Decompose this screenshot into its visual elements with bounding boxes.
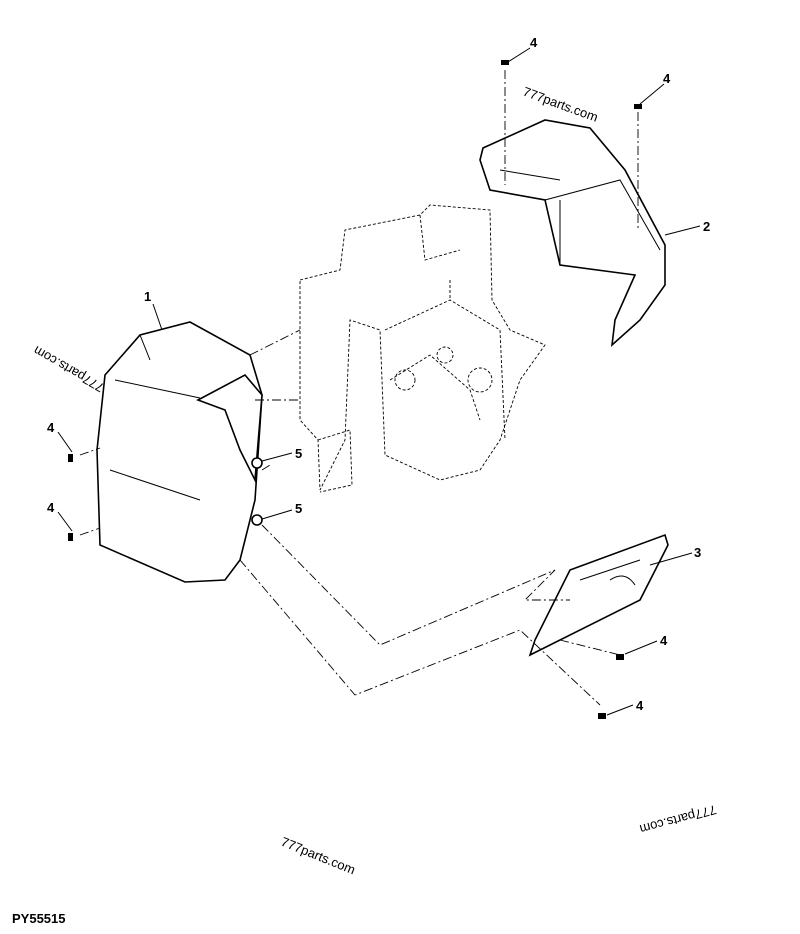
bolts bbox=[68, 60, 642, 719]
bolt-icon bbox=[634, 104, 642, 109]
watermark: 777parts.com bbox=[31, 343, 107, 395]
callout-4: 4 bbox=[47, 420, 55, 435]
bolt-icon bbox=[598, 713, 606, 719]
callout-2: 2 bbox=[703, 219, 710, 234]
callout-5: 5 bbox=[295, 446, 302, 461]
watermark: 777parts.com bbox=[638, 802, 718, 837]
callout-4: 4 bbox=[636, 698, 644, 713]
assembly-lines bbox=[79, 70, 639, 706]
clip-nut-icon bbox=[251, 514, 263, 526]
part-3-lower-plate bbox=[528, 533, 669, 657]
callout-1: 1 bbox=[144, 289, 151, 304]
clip-nut-icon bbox=[251, 457, 263, 469]
callout-4: 4 bbox=[663, 71, 671, 86]
callout-5: 5 bbox=[295, 501, 302, 516]
watermark: 777parts.com bbox=[279, 834, 358, 877]
main-frame-phantom bbox=[299, 204, 546, 493]
bolt-icon bbox=[68, 454, 73, 462]
watermark: 777parts.com bbox=[521, 84, 600, 125]
bolt-icon bbox=[501, 60, 509, 65]
part-2-upper-panel bbox=[479, 119, 666, 348]
leader-lines bbox=[57, 47, 701, 716]
part-1-side-panel bbox=[96, 321, 263, 583]
callout-3: 3 bbox=[694, 545, 701, 560]
figure-id: PY55515 bbox=[12, 911, 66, 926]
callout-4: 4 bbox=[530, 35, 538, 50]
callout-4: 4 bbox=[660, 633, 668, 648]
bolt-icon bbox=[68, 533, 73, 541]
callout-4: 4 bbox=[47, 500, 55, 515]
bolt-icon bbox=[616, 654, 624, 660]
